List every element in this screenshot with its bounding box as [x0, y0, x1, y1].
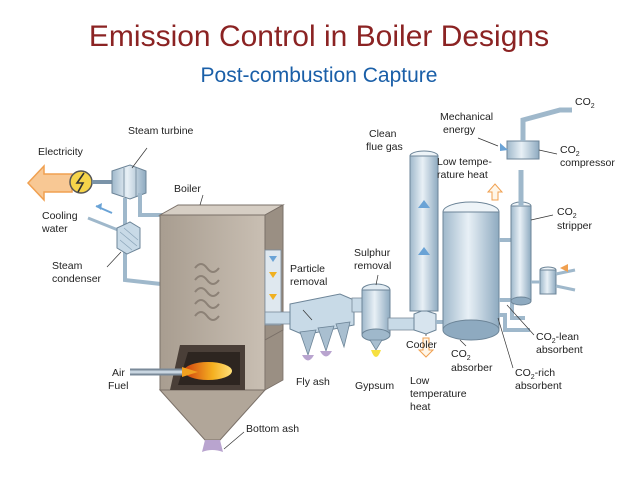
- label-co2-rich-1: CO2-rich: [515, 367, 555, 381]
- boiler-leader: [199, 194, 204, 206]
- fly-ash: [302, 351, 332, 361]
- label-mechanical-energy-2: energy: [443, 124, 476, 136]
- air-fuel-burner: [130, 367, 198, 377]
- label-co2-lean-1: CO2-lean: [536, 331, 579, 345]
- label-low-temp-heat-bottom-2: temperature: [410, 388, 467, 400]
- particle-leader: [302, 309, 313, 321]
- label-particle-removal-1: Particle: [290, 263, 325, 275]
- absorber-leader: [459, 339, 467, 347]
- label-sulphur-removal-1: Sulphur: [354, 247, 391, 259]
- label-low-temp-heat-top-1: Low tempe-: [437, 156, 492, 168]
- rich-absorbent-leader: [497, 317, 514, 369]
- label-boiler: Boiler: [174, 183, 201, 195]
- steam-condenser: [116, 221, 141, 255]
- label-clean-flue-gas-1: Clean: [369, 128, 397, 140]
- label-cooling-water-1: Cooling: [42, 210, 78, 222]
- co2-stripper: [510, 201, 532, 306]
- label-co2-compressor-1: CO2: [560, 144, 580, 158]
- label-sulphur-removal-2: removal: [354, 260, 391, 272]
- bottom-ash-leader: [223, 431, 245, 450]
- slide-title: Emission Control in Boiler Designs: [88, 20, 550, 53]
- cooling-water-arrow: [87, 203, 119, 232]
- slide-subtitle: Post-combustion Capture: [200, 64, 438, 87]
- sulphur-leader: [375, 274, 379, 286]
- label-co2-stripper-2: stripper: [557, 220, 593, 232]
- label-steam-condenser-1: Steam: [52, 260, 83, 272]
- clean-flue-gas-stack: [409, 150, 439, 312]
- label-clean-flue-gas-2: flue gas: [366, 141, 403, 153]
- label-steam-condenser-2: condenser: [52, 273, 102, 285]
- label-co2-compressor-2: compressor: [560, 157, 615, 169]
- label-co2-stripper-1: CO2: [557, 206, 577, 220]
- flue-duct: [264, 249, 294, 326]
- stripper-leader: [530, 214, 554, 221]
- steam-turbine: [111, 164, 147, 200]
- cooler-unit: [413, 309, 446, 335]
- label-air: Air: [112, 367, 125, 379]
- label-gypsum: Gypsum: [355, 380, 394, 392]
- bottom-ash: [202, 440, 223, 452]
- sulphur-removal-unit: [361, 283, 391, 357]
- mechanical-energy-arrow: [477, 137, 508, 151]
- label-electricity: Electricity: [38, 146, 84, 158]
- generator-symbol: [69, 170, 93, 194]
- boiler: [158, 204, 285, 441]
- low-temperature-heat-top-arrow: [486, 183, 504, 201]
- condenser-leader: [106, 251, 122, 268]
- particle-removal-unit: [289, 293, 355, 357]
- label-co2-absorber-2: absorber: [451, 362, 493, 374]
- steam-turbine-leader: [131, 147, 148, 169]
- label-cooling-water-2: water: [41, 223, 68, 235]
- label-low-temp-heat-bottom-1: Low: [410, 375, 430, 387]
- low-temperature-heat-bottom-arrow: [417, 337, 435, 358]
- co2-absorber: [442, 201, 500, 341]
- label-fly-ash: Fly ash: [296, 376, 330, 388]
- label-co2-absorber-1: CO2: [451, 348, 471, 362]
- label-co2-rich-2: absorbent: [515, 380, 562, 392]
- label-co2-product: CO2: [575, 96, 595, 110]
- lean-absorbent-leader: [506, 304, 535, 336]
- label-particle-removal-2: removal: [290, 276, 327, 288]
- compressor-leader: [538, 149, 558, 155]
- label-low-temp-heat-top-2: rature heat: [437, 169, 488, 181]
- label-low-temp-heat-bottom-3: heat: [410, 401, 431, 413]
- label-steam-turbine: Steam turbine: [128, 125, 194, 137]
- reboiler-unit: [531, 264, 576, 295]
- label-co2-lean-2: absorbent: [536, 344, 583, 356]
- electricity-output-arrow: [26, 164, 73, 202]
- label-fuel: Fuel: [108, 380, 128, 392]
- label-bottom-ash: Bottom ash: [246, 423, 299, 435]
- label-cooler: Cooler: [406, 339, 437, 351]
- label-mechanical-energy-1: Mechanical: [440, 111, 493, 123]
